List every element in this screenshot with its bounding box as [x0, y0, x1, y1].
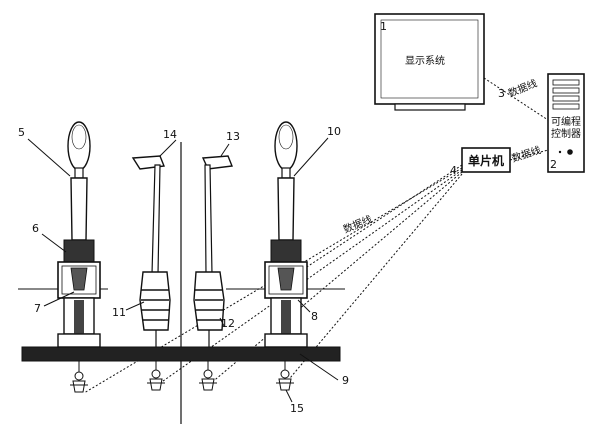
plc-label-line2: 控制器	[551, 127, 581, 140]
label-6: 6	[32, 222, 39, 235]
label-3: 3	[498, 87, 505, 100]
label-15: 15	[290, 402, 304, 415]
lever-left: 14 11	[112, 128, 177, 347]
label-4: 4	[450, 164, 457, 177]
wire-label-plc-display: 数据线	[506, 76, 539, 99]
label-8: 8	[311, 310, 318, 323]
label-14: 14	[163, 128, 177, 141]
label-10: 10	[327, 125, 341, 138]
base-plate: 9	[21, 346, 349, 387]
wire-label-sensor: 数据线	[341, 212, 374, 235]
label-12: 12	[221, 317, 235, 330]
plc-controller: 可编程 控制器 2	[547, 73, 585, 173]
joystick-left: 5 6 7	[18, 121, 101, 348]
mcu-box: 单片机 4	[450, 147, 511, 177]
sensor-3	[199, 361, 217, 391]
display-label: 显示系统	[405, 54, 445, 67]
sensor-1	[70, 361, 88, 393]
wire-mcu-plc: 数据线	[509, 143, 549, 165]
wire-plc-display: 3 数据线	[483, 76, 549, 121]
label-1: 1	[380, 20, 387, 33]
display-system: 1 显示系统	[374, 13, 485, 111]
wire-label-mcu-plc: 数据线	[510, 143, 543, 165]
joystick-right: 10 8	[264, 121, 341, 348]
label-7: 7	[34, 302, 41, 315]
lever-right: 13 12	[193, 130, 240, 347]
label-5: 5	[18, 126, 25, 139]
mcu-label: 单片机	[468, 153, 504, 168]
label-9: 9	[342, 374, 349, 387]
label-11: 11	[112, 306, 126, 319]
label-2: 2	[550, 158, 557, 171]
sensor-2	[147, 361, 165, 391]
sensor-4	[276, 361, 294, 391]
label-13: 13	[226, 130, 240, 143]
plc-label-line1: 可编程	[551, 115, 581, 128]
